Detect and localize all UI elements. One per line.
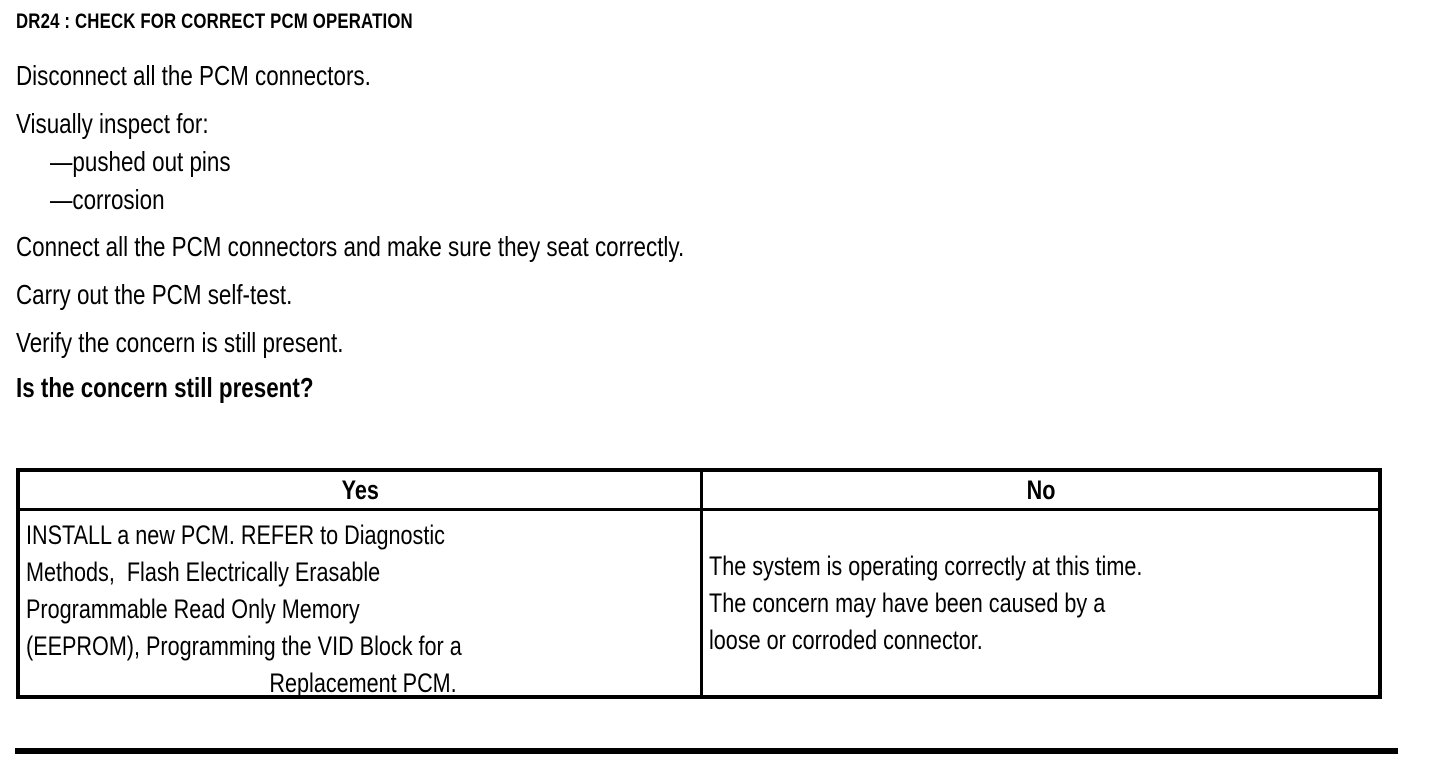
yes-action-text: (EEPROM), Programming the VID Block for … <box>26 631 462 661</box>
instruction-line: Verify the concern is still present. <box>16 329 425 357</box>
instruction-line: Carry out the PCM self-test. <box>16 281 361 309</box>
instruction-text: Carry out the PCM self-test. <box>16 279 293 310</box>
yes-action-line: Programmable Read Only Memory <box>26 591 700 628</box>
decision-table-inner: Yes No INSTALL a new PCM. REFER to Diagn… <box>20 472 1378 698</box>
yes-action-line: Methods, Flash Electrically Erasable <box>26 554 700 591</box>
instruction-line: Connect all the PCM connectors and make … <box>16 233 851 261</box>
instruction-text: —corrosion <box>50 184 165 215</box>
no-action-text: The system is operating correctly at thi… <box>709 550 1143 581</box>
instruction-bullet-line: —corrosion <box>50 186 193 214</box>
instruction-text: Visually inspect for: <box>16 108 209 139</box>
no-action-line: The system is operating correctly at thi… <box>709 548 1378 585</box>
instruction-text: Connect all the PCM connectors and make … <box>16 231 685 262</box>
instruction-text: Verify the concern is still present. <box>16 327 344 358</box>
footer-divider-rule <box>15 748 1398 754</box>
instruction-text: Disconnect all the PCM connectors. <box>16 60 371 91</box>
no-action-line: The concern may have been caused by a <box>709 585 1378 622</box>
yes-action-line: Replacement PCM. <box>26 665 700 702</box>
column-header-yes: Yes <box>341 475 379 505</box>
body-column-divider <box>700 511 703 695</box>
instruction-line: Visually inspect for: <box>16 110 257 138</box>
instruction-text: Is the concern still present? <box>16 372 314 403</box>
yes-action-text: Methods, Flash Electrically Erasable <box>26 557 381 587</box>
header-column-divider <box>700 472 703 508</box>
no-action-line: loose or corroded connector. <box>709 622 1378 659</box>
instruction-line: Disconnect all the PCM connectors. <box>16 62 460 90</box>
yes-action-text: Programmable Read Only Memory <box>26 594 360 624</box>
yes-action-text: INSTALL a new PCM. REFER to Diagnostic <box>26 520 445 550</box>
instruction-bullet-line: —pushed out pins <box>50 148 276 176</box>
yes-action-text: Replacement PCM. <box>269 668 457 698</box>
yes-action-line: INSTALL a new PCM. REFER to Diagnostic <box>26 517 700 554</box>
decision-table: Yes No INSTALL a new PCM. REFER to Diagn… <box>16 468 1382 699</box>
page-title-text: DR24 : CHECK FOR CORRECT PCM OPERATION <box>16 10 413 33</box>
no-action-text: The concern may have been caused by a <box>709 587 1106 618</box>
yes-action-line: (EEPROM), Programming the VID Block for … <box>26 628 700 665</box>
instruction-text: —pushed out pins <box>50 146 231 177</box>
page-title: DR24 : CHECK FOR CORRECT PCM OPERATION <box>16 11 512 32</box>
no-action-text: loose or corroded connector. <box>709 624 983 655</box>
table-cell-no-action: The system is operating correctly at thi… <box>703 511 1378 695</box>
instruction-line: Is the concern still present? <box>16 374 388 402</box>
decision-table-header-row: Yes No <box>20 472 1378 511</box>
column-header-no: No <box>1026 475 1055 505</box>
